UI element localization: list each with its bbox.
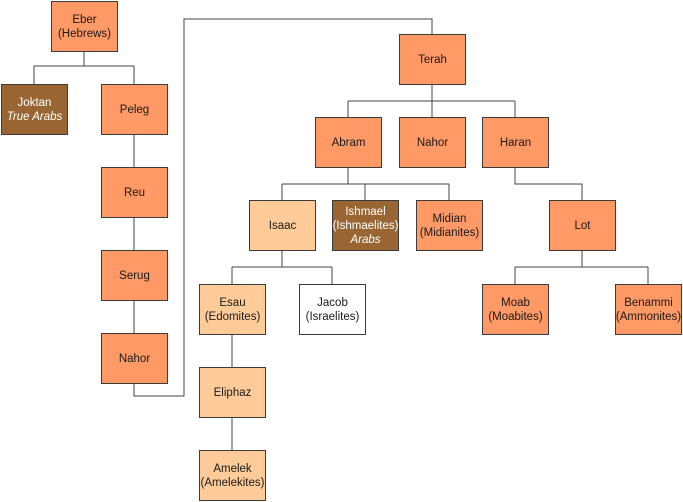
node-eliphaz: Eliphaz: [199, 367, 266, 418]
node-name: Abram: [331, 136, 366, 149]
node-moab: Moab (Moabites): [482, 284, 549, 335]
node-midian: Midian (Midianites): [416, 200, 483, 251]
node-eber: Eber (Hebrews): [51, 1, 118, 52]
node-name: Joktan: [17, 96, 52, 109]
node-abram: Abram: [315, 117, 382, 168]
node-name: Lot: [574, 219, 591, 232]
node-name: Eliphaz: [213, 386, 252, 399]
node-name: Serug: [119, 269, 150, 282]
node-name: Haran: [499, 136, 532, 149]
node-subtitle: (Edomites): [204, 310, 261, 323]
node-subtitle: (Ammonites): [615, 310, 682, 323]
node-name: Eber: [72, 13, 97, 26]
node-benammi: Benammi (Ammonites): [615, 284, 682, 335]
node-name: Terah: [418, 53, 447, 66]
node-ishmael: Ishmael (Ishmaelites) Arabs: [332, 200, 399, 251]
node-name: Benammi: [624, 296, 673, 309]
node-lot: Lot: [549, 200, 616, 251]
node-esau: Esau (Edomites): [199, 284, 266, 335]
node-nahor-son-of-serug: Nahor: [101, 333, 168, 384]
node-nahor-son-of-terah: Nahor: [399, 117, 466, 168]
node-subtitle-2: Arabs: [350, 233, 381, 246]
node-name: Nahor: [416, 136, 449, 149]
node-joktan: Joktan True Arabs: [1, 84, 68, 135]
node-subtitle: (Moabites): [488, 310, 543, 323]
node-jacob: Jacob (Israelites): [299, 284, 366, 335]
node-name: Peleg: [119, 103, 150, 116]
node-subtitle: True Arabs: [6, 110, 63, 123]
node-subtitle: (Israelites): [305, 310, 360, 323]
node-name: Reu: [123, 186, 146, 199]
node-terah: Terah: [399, 34, 466, 85]
node-serug: Serug: [101, 250, 168, 301]
node-name: Isaac: [268, 219, 297, 232]
node-subtitle: (Amelekites): [200, 476, 265, 489]
node-subtitle: (Hebrews): [57, 27, 112, 40]
node-peleg: Peleg: [101, 84, 168, 135]
node-name: Ishmael: [345, 205, 386, 218]
node-amelek: Amelek (Amelekites): [199, 450, 266, 501]
connector-nahor-terah: [133, 18, 433, 397]
node-isaac: Isaac: [249, 200, 316, 251]
node-name: Esau: [219, 296, 246, 309]
node-haran: Haran: [482, 117, 549, 168]
node-name: Nahor: [118, 352, 151, 365]
node-name: Jacob: [317, 296, 348, 309]
node-reu: Reu: [101, 167, 168, 218]
connector-haran-lot: [514, 168, 583, 200]
node-name: Moab: [501, 296, 530, 309]
node-subtitle: (Ishmaelites): [332, 219, 399, 232]
node-name: Midian: [432, 212, 467, 225]
node-name: Amelek: [213, 462, 252, 475]
node-subtitle: (Midianites): [419, 226, 480, 239]
